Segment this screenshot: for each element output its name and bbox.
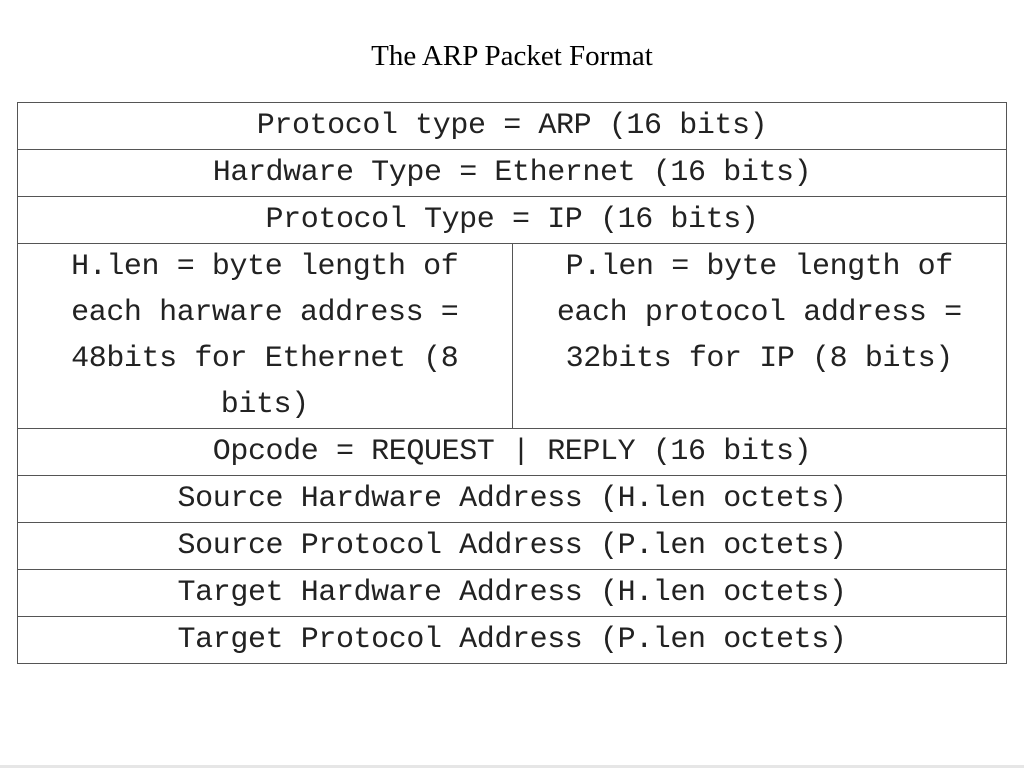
field-row-source-hardware-address: Source Hardware Address (H.len octets) — [17, 475, 1007, 523]
field-source-protocol-address: Source Protocol Address (P.len octets) — [17, 522, 1007, 570]
field-row-protocol-type-arp: Protocol type = ARP (16 bits) — [17, 102, 1007, 150]
field-row-lengths: H.len = byte length of each harware addr… — [17, 243, 1007, 429]
page-title: The ARP Packet Format — [371, 40, 653, 72]
field-row-source-protocol-address: Source Protocol Address (P.len octets) — [17, 522, 1007, 570]
field-plen: P.len = byte length of each protocol add… — [556, 250, 962, 376]
field-row-target-hardware-address: Target Hardware Address (H.len octets) — [17, 569, 1007, 617]
field-target-protocol-address: Target Protocol Address (P.len octets) — [17, 616, 1007, 664]
field-source-hardware-address: Source Hardware Address (H.len octets) — [17, 475, 1007, 523]
field-opcode: Opcode = REQUEST | REPLY (16 bits) — [17, 428, 1007, 476]
field-plen-cell: P.len = byte length of each protocol add… — [511, 243, 1007, 429]
field-hardware-type: Hardware Type = Ethernet (16 bits) — [17, 149, 1007, 197]
field-protocol-type-ip: Protocol Type = IP (16 bits) — [17, 196, 1007, 244]
field-hlen: H.len = byte length of each harware addr… — [71, 250, 459, 422]
field-row-opcode: Opcode = REQUEST | REPLY (16 bits) — [17, 428, 1007, 476]
field-row-protocol-type-ip: Protocol Type = IP (16 bits) — [17, 196, 1007, 244]
field-row-hardware-type: Hardware Type = Ethernet (16 bits) — [17, 149, 1007, 197]
field-row-target-protocol-address: Target Protocol Address (P.len octets) — [17, 616, 1007, 664]
field-target-hardware-address: Target Hardware Address (H.len octets) — [17, 569, 1007, 617]
footer-divider — [0, 765, 1024, 768]
arp-packet-table: Protocol type = ARP (16 bits) Hardware T… — [17, 102, 1007, 664]
field-protocol-type-arp: Protocol type = ARP (16 bits) — [17, 102, 1007, 150]
field-hlen-cell: H.len = byte length of each harware addr… — [17, 243, 513, 429]
